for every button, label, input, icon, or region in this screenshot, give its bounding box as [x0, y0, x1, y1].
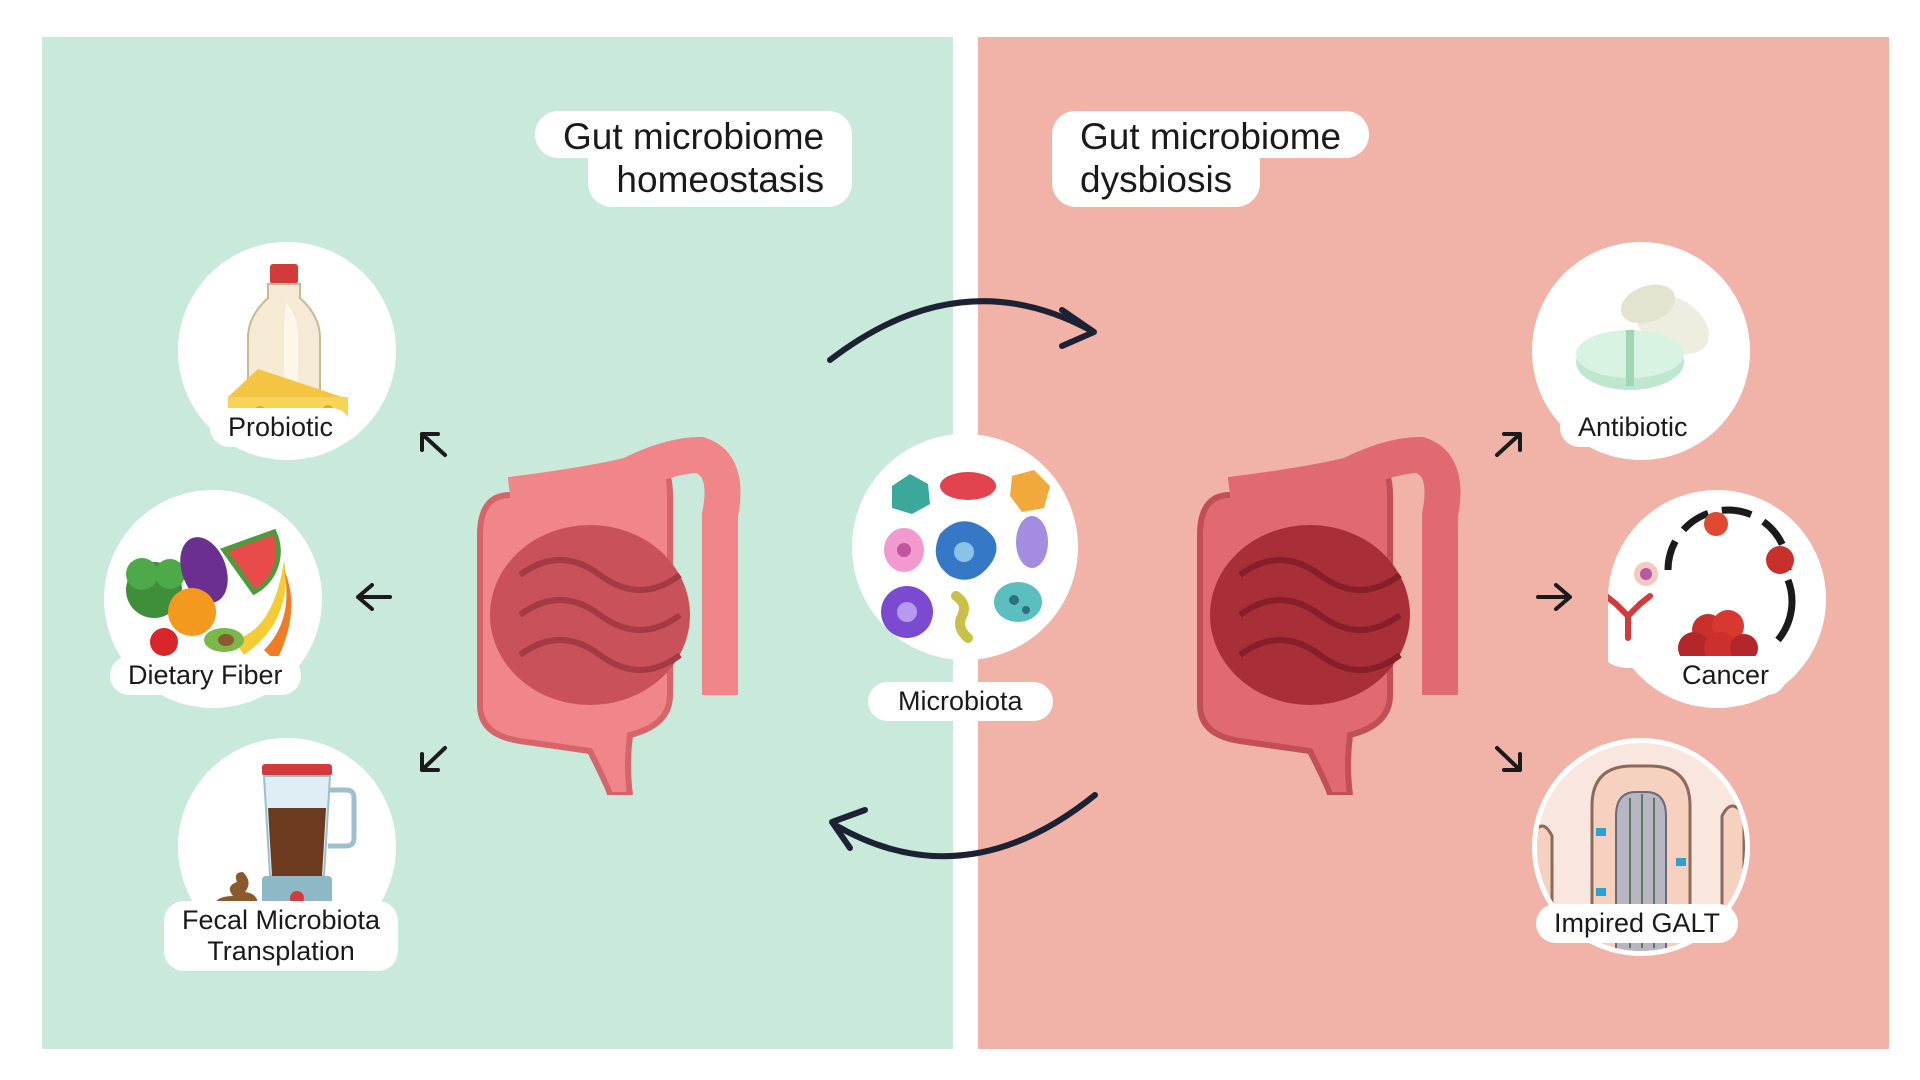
- fecal-transplant-circle: Fecal Microbiota Transplation: [164, 738, 399, 971]
- homeostasis-title: Gut microbiome homeostasis: [535, 111, 853, 207]
- microbiota-circle: Microbiota: [852, 434, 1078, 721]
- cancer-circle: Cancer: [1608, 490, 1826, 708]
- fecal-transplant-label-line-2: Transplation: [207, 936, 355, 966]
- homeostasis-title-line-1: Gut microbiome: [535, 111, 853, 158]
- fecal-transplant-label: Fecal Microbiota Transplation: [164, 901, 399, 971]
- pills-icon: [1576, 284, 1709, 390]
- microbes-icon: [881, 470, 1050, 643]
- antibiotic-label: Antibiotic: [1560, 408, 1706, 447]
- dietary-fiber-label: Dietary Fiber: [110, 656, 301, 695]
- dietary-fiber-circle: Dietary Fiber: [104, 490, 322, 708]
- healthy-intestine-icon: [477, 436, 741, 795]
- galt-label: Impired GALT: [1536, 904, 1739, 943]
- homeostasis-title-line-2: homeostasis: [588, 158, 853, 207]
- probiotic-circle: Probiotic: [178, 242, 396, 460]
- microbiota-label: Microbiota: [868, 682, 1053, 721]
- fruits-vegetables-icon: [126, 528, 292, 662]
- dysbiosis-title-line-2: dysbiosis: [1052, 158, 1261, 207]
- dysbiotic-intestine-icon: [1197, 436, 1461, 795]
- cancer-cells-icon: [1608, 506, 1796, 668]
- galt-circle: Impired GALT: [1532, 738, 1750, 956]
- dysbiosis-title-line-1: Gut microbiome: [1052, 111, 1370, 158]
- antibiotic-circle: Antibiotic: [1532, 242, 1750, 460]
- probiotic-label: Probiotic: [210, 408, 352, 447]
- dysbiosis-title: Gut microbiome dysbiosis: [1052, 111, 1370, 207]
- cancer-label: Cancer: [1664, 656, 1788, 695]
- fecal-transplant-label-line-1: Fecal Microbiota: [182, 905, 381, 935]
